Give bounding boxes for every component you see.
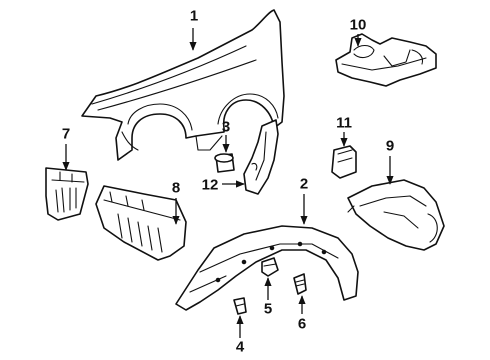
panel-center-part — [95, 185, 187, 261]
callout-12: 12 — [201, 176, 219, 194]
wheel-liner-part — [175, 225, 359, 311]
callout-5: 5 — [263, 300, 273, 318]
bracket-part — [335, 33, 437, 87]
panel-left-part — [45, 167, 89, 221]
clip-4-part — [233, 297, 247, 315]
callout-2: 2 — [299, 175, 309, 193]
callout-6: 6 — [297, 315, 307, 333]
callout-10: 10 — [349, 16, 367, 34]
callout-3: 3 — [221, 118, 231, 136]
screw-part — [293, 273, 307, 295]
rear-shield-part — [347, 179, 445, 251]
nut-part — [261, 257, 279, 277]
mount-bracket-part — [331, 145, 357, 179]
callout-8: 8 — [171, 179, 181, 197]
callout-7: 7 — [61, 125, 71, 143]
splash-shield-part — [243, 119, 279, 195]
fender-part — [81, 9, 285, 161]
clip-3-part — [214, 153, 235, 173]
callout-4: 4 — [235, 338, 245, 356]
callout-9: 9 — [385, 137, 395, 155]
callout-11: 11 — [336, 114, 352, 132]
callout-1: 1 — [189, 7, 199, 25]
